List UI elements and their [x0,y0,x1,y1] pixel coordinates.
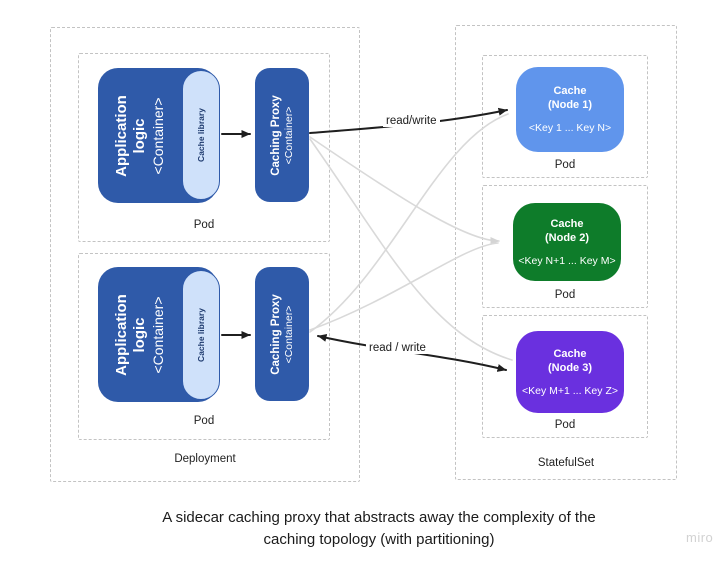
app-logic-text: Application logic <Container> [98,68,182,203]
cache-node-id: (Node 1) [548,99,592,111]
cache-node-title: Cache [553,347,587,360]
caption: A sidecar caching proxy that abstracts a… [30,507,728,551]
cache-node-keys: <Key N+1 ... Key M> [518,254,616,267]
cache-library-label: Cache library [196,108,206,162]
cache-node-shape-3: Cache (Node 3) <Key M+1 ... Key Z> [516,331,624,413]
caching-proxy-title: Caching Proxy [269,94,282,176]
miro-watermark: miro [686,530,714,545]
pod-label: Pod [193,219,215,231]
app-logic-title: Application logic [113,94,148,177]
cache-library-capsule-1: Cache library [182,70,220,200]
caching-proxy-title: Caching Proxy [269,293,282,375]
cache-node-shape-1: Cache (Node 1) <Key 1 ... Key N> [516,67,624,152]
cache-node-title: Cache [550,217,584,230]
cache-node-title: Cache [553,85,587,97]
caching-proxy-shape-2: Caching Proxy <Container> [255,267,309,401]
pod-box-cache-3: Pod [482,315,648,438]
caption-line-2: caching topology (with partitioning) [263,531,495,548]
pod-label: Pod [554,419,576,431]
cache-node-shape-2: Cache (Node 2) <Key N+1 ... Key M> [513,203,621,281]
cache-node-keys: <Key M+1 ... Key Z> [521,384,618,397]
read-write-label-top: read/write [383,115,440,127]
app-logic-subtitle: <Container> [150,96,166,175]
pod-label: Pod [554,159,576,171]
caching-proxy-shape-1: Caching Proxy <Container> [255,68,309,202]
caching-proxy-subtitle: <Container> [282,106,295,164]
cache-library-capsule-2: Cache library [182,270,220,400]
deployment-label: Deployment [174,453,236,465]
app-logic-text: Application logic <Container> [98,267,182,402]
cache-library-label: Cache library [196,308,206,362]
pod-label: Pod [193,415,215,427]
read-write-label-bottom: read / write [366,342,429,354]
caching-proxy-subtitle: <Container> [282,305,295,363]
cache-node-id: (Node 2) [545,231,589,244]
pod-label: Pod [554,289,576,301]
cache-node-keys: <Key 1 ... Key N> [528,122,612,134]
statefulset-label: StatefulSet [537,457,595,469]
cache-node-id: (Node 3) [548,361,592,374]
app-logic-title: Application logic [113,293,148,376]
app-logic-subtitle: <Container> [150,295,166,374]
caption-line-1: A sidecar caching proxy that abstracts a… [162,509,596,526]
